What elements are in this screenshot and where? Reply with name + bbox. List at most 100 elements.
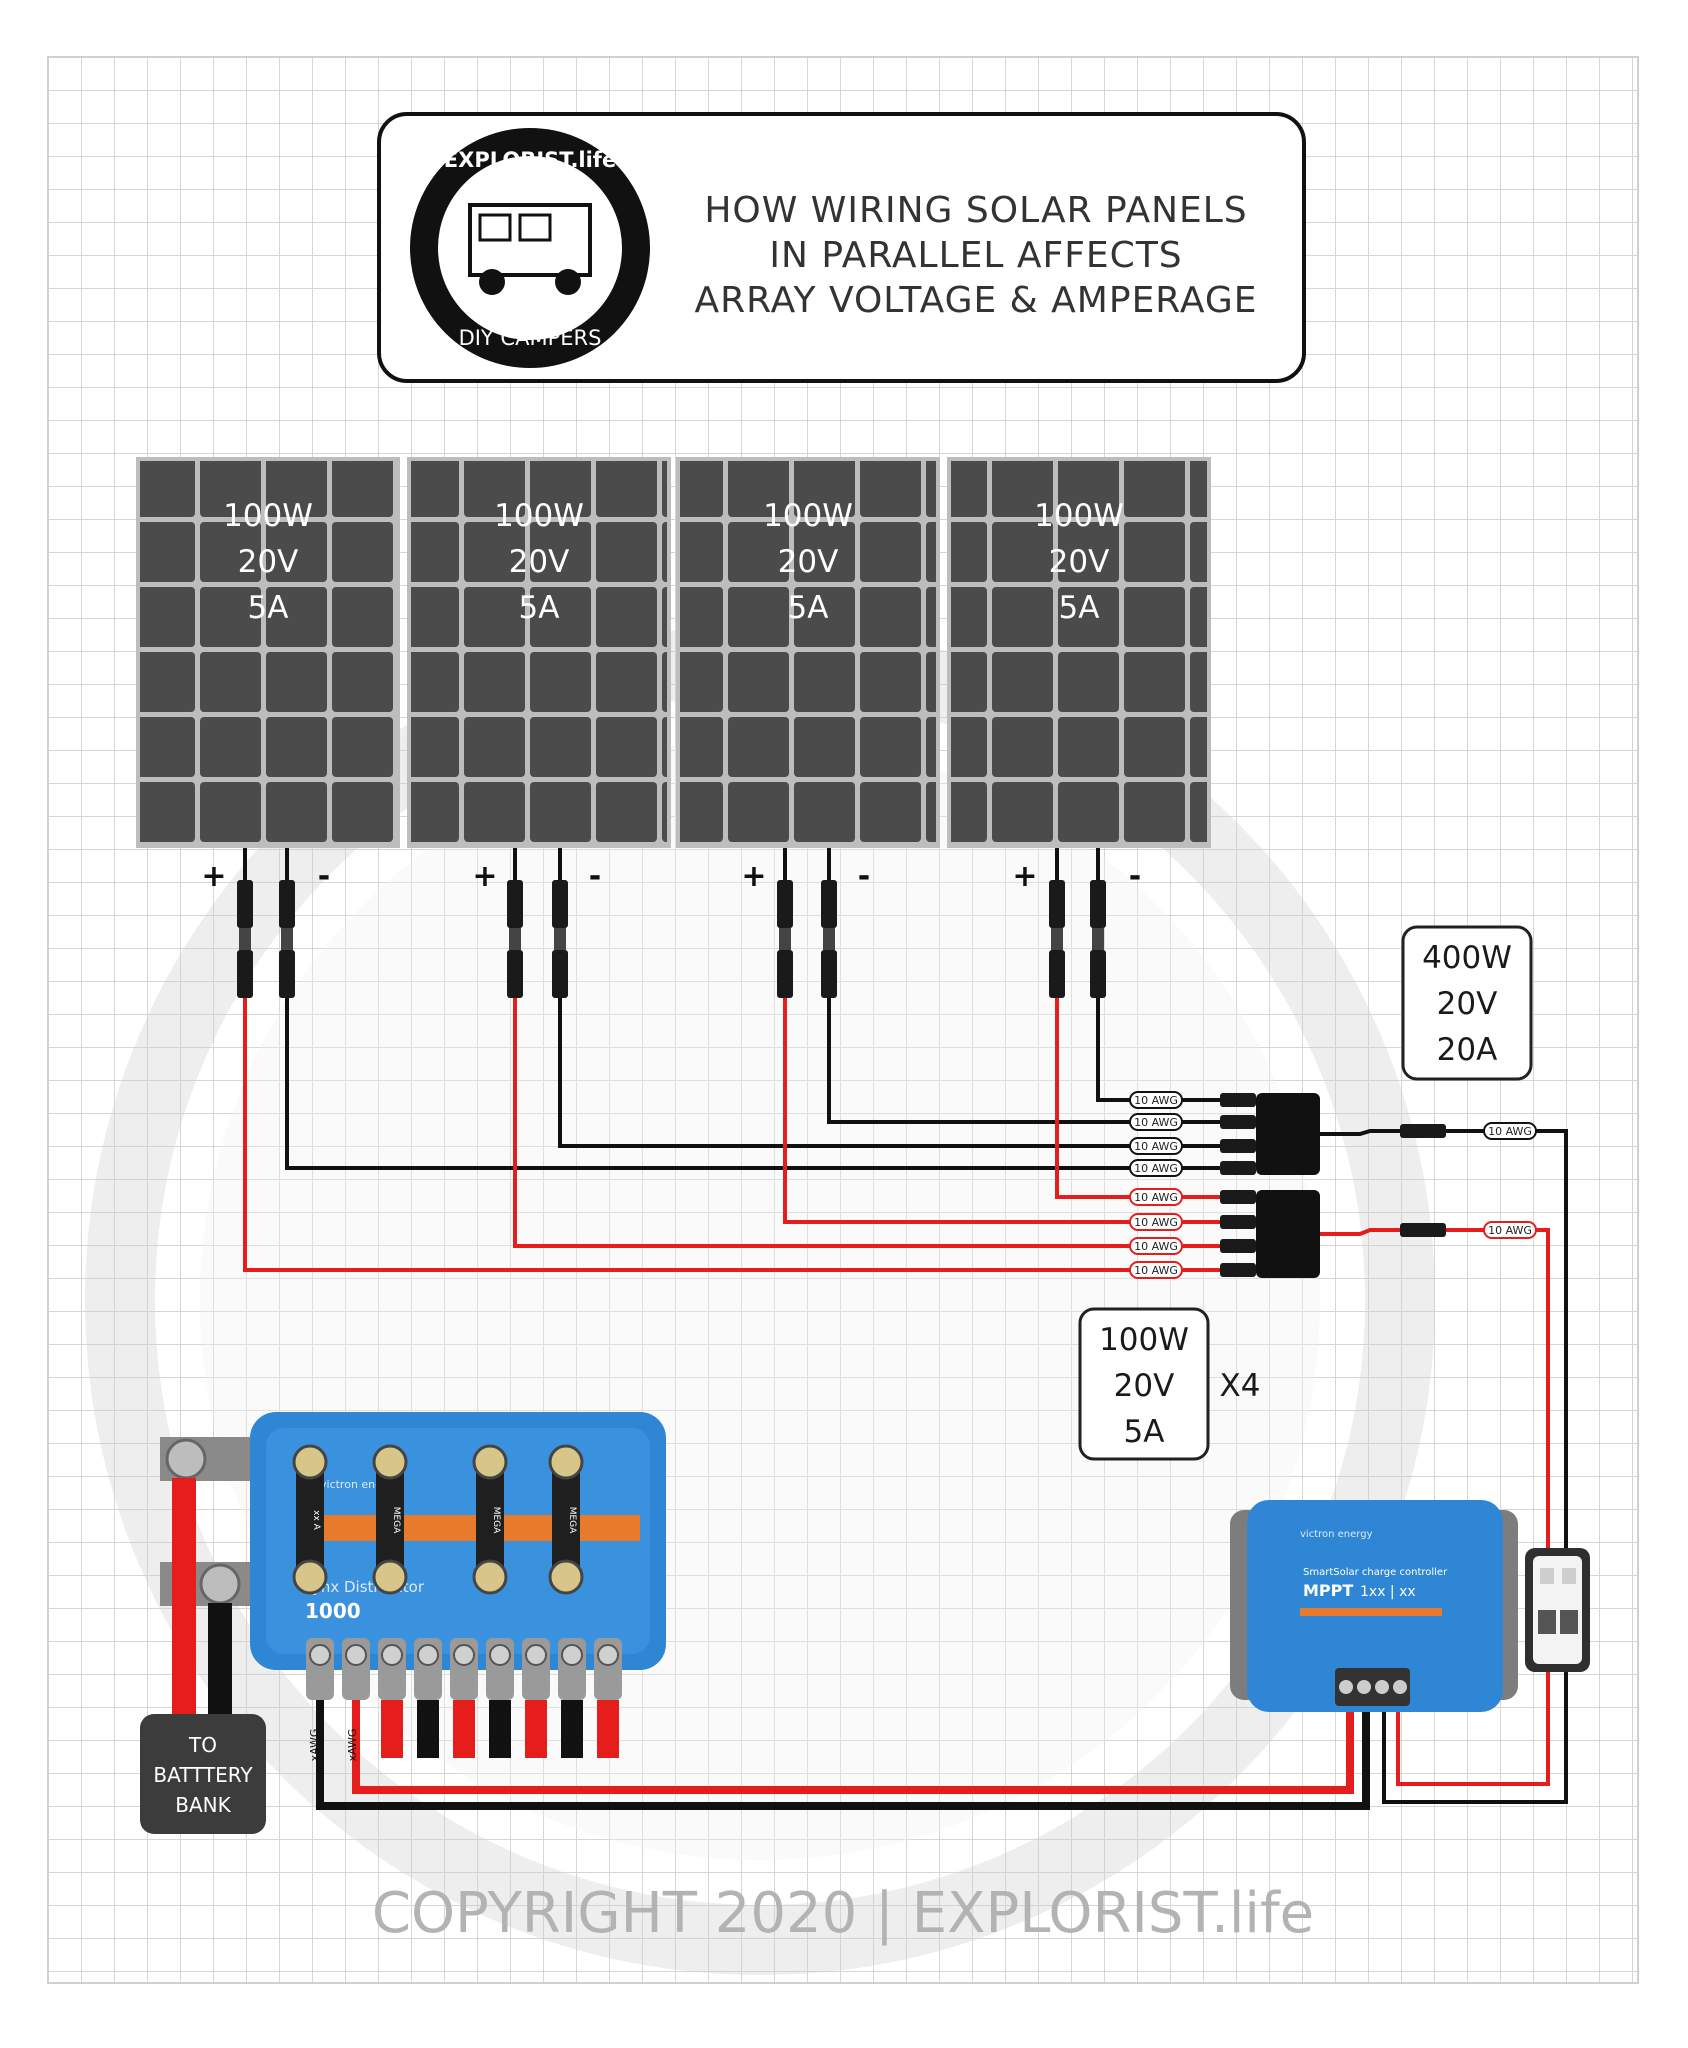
panel-minus-label: - xyxy=(858,859,870,894)
panel-volts: 20V xyxy=(509,544,570,580)
mc4-connector xyxy=(279,880,295,928)
mega-fuse: MEGA xyxy=(372,1444,408,1595)
fuse-bolt xyxy=(372,1559,408,1595)
battery-line-1: TO xyxy=(188,1733,217,1757)
panel-plus-label: + xyxy=(201,859,226,894)
gauge-tag-text: 10 AWG xyxy=(1134,1216,1178,1229)
fuse-body xyxy=(296,1460,324,1580)
panel-watts: 100W xyxy=(763,498,853,534)
fuse-label: xx A xyxy=(311,1510,321,1531)
fuse-body xyxy=(376,1460,404,1580)
fuse-bolt xyxy=(372,1444,408,1480)
panel-cells xyxy=(411,461,667,844)
combiner-output-pos xyxy=(1320,1228,1420,1236)
solar-panels: 100W20V5A+-100W20V5A+-100W20V5A+-100W20V… xyxy=(136,457,1211,894)
fuse-body xyxy=(476,1460,504,1580)
single-watts: 100W xyxy=(1099,1322,1189,1358)
lug-bolt xyxy=(597,1644,619,1666)
array-total-box: 400W 20V 20A xyxy=(1401,925,1533,1081)
fuse-bolt xyxy=(548,1559,584,1595)
output-gauge-tag: 10 AWG xyxy=(1446,1221,1537,1239)
fuse-bolt xyxy=(472,1444,508,1480)
lug-bolt xyxy=(453,1644,475,1666)
gauge-tag: 10 AWG xyxy=(1129,1137,1256,1155)
lug-cable xyxy=(489,1700,511,1758)
branch-connector xyxy=(1220,1139,1256,1153)
mc4-connector xyxy=(779,928,791,950)
panel-minus-label: - xyxy=(589,859,601,894)
mc4-connector xyxy=(552,880,568,928)
panel-cells xyxy=(140,461,396,844)
mega-fuse: xx A xyxy=(292,1444,328,1595)
logo-bottom-text: DIY CAMPERS xyxy=(459,326,602,350)
distributor-lug xyxy=(558,1638,586,1758)
mc4-connector xyxy=(821,950,837,998)
panel-minus-label: - xyxy=(318,859,330,894)
single-panel-box: 100W 20V 5A X4 xyxy=(1078,1307,1260,1461)
logo-top-text: EXPLORIST.life xyxy=(444,148,616,172)
panel-plus-label: + xyxy=(741,859,766,894)
mc4-connector xyxy=(237,950,253,998)
dc-breaker xyxy=(1525,1548,1590,1672)
mc4-connector xyxy=(279,950,295,998)
fuse-bolt xyxy=(292,1444,328,1480)
distributor-lug xyxy=(522,1638,550,1758)
mc4-connector xyxy=(552,950,568,998)
lug-bolt xyxy=(525,1644,547,1666)
distributor-lug xyxy=(306,1638,334,1700)
positive-wire xyxy=(243,998,1130,1272)
controller-line-2: MPPT xyxy=(1303,1581,1353,1600)
gauge-tag: 10 AWG xyxy=(1129,1159,1256,1177)
lug-bolt xyxy=(309,1644,331,1666)
gauge-tag-text: 10 AWG xyxy=(1134,1140,1178,1153)
array-negative-run xyxy=(1536,1129,1568,1550)
negative-wire xyxy=(285,998,1130,1170)
mega-fuse: MEGA xyxy=(548,1444,584,1595)
mc4-connector xyxy=(1049,880,1065,928)
lug-cable xyxy=(561,1700,583,1758)
single-amps: 5A xyxy=(1124,1414,1165,1450)
battery-line-3: BANK xyxy=(175,1793,231,1817)
gauge-tag: 10 AWG xyxy=(1129,1261,1256,1279)
fuse-label: MEGA xyxy=(491,1507,501,1534)
positive-wire xyxy=(783,998,1130,1224)
mc4-connector xyxy=(777,950,793,998)
controller-line-1: SmartSolar charge controller xyxy=(1303,1567,1448,1578)
panel-watts: 100W xyxy=(1034,498,1124,534)
gauge-tag-text: 10 AWG xyxy=(1134,1240,1178,1253)
panel-cells xyxy=(951,461,1207,844)
battery-connection: TO BATTTERY BANK xyxy=(140,1437,266,1834)
fuse-bolt xyxy=(548,1444,584,1480)
mc4-connector xyxy=(509,928,521,950)
lug-bolt xyxy=(561,1644,583,1666)
mc4-connector xyxy=(1092,928,1104,950)
lug-cable xyxy=(453,1700,475,1758)
gauge-tag: 10 AWG xyxy=(1129,1237,1256,1255)
mc4-connector xyxy=(1090,950,1106,998)
fuse-body xyxy=(552,1460,580,1580)
output-tag-text: 10 AWG xyxy=(1488,1224,1532,1237)
positive-branch-combiner xyxy=(1256,1190,1320,1278)
distributor-lug xyxy=(450,1638,478,1758)
lug-bolt xyxy=(381,1644,403,1666)
distributor-fuses: xx A MEGA MEGA MEGA xyxy=(292,1444,584,1595)
panel-volts: 20V xyxy=(778,544,839,580)
panel-volts: 20V xyxy=(238,544,299,580)
negative-wire xyxy=(1096,998,1130,1102)
branch-connector xyxy=(1220,1239,1256,1253)
single-volts: 20V xyxy=(1114,1368,1175,1404)
negative-branch-combiner xyxy=(1256,1093,1320,1175)
panel-minus-label: - xyxy=(1129,859,1141,894)
panel-plus-label: + xyxy=(1012,859,1037,894)
distributor-lug xyxy=(342,1638,370,1700)
gauge-tag-text: 10 AWG xyxy=(1134,1162,1178,1175)
battery-line-2: BATTTERY xyxy=(153,1763,253,1787)
panel-watts: 100W xyxy=(494,498,584,534)
mc4-connector xyxy=(777,880,793,928)
lug-bolt xyxy=(417,1644,439,1666)
branch-connector xyxy=(1220,1190,1256,1204)
mc4-connector xyxy=(1090,880,1106,928)
array-positive-run xyxy=(1536,1228,1550,1550)
